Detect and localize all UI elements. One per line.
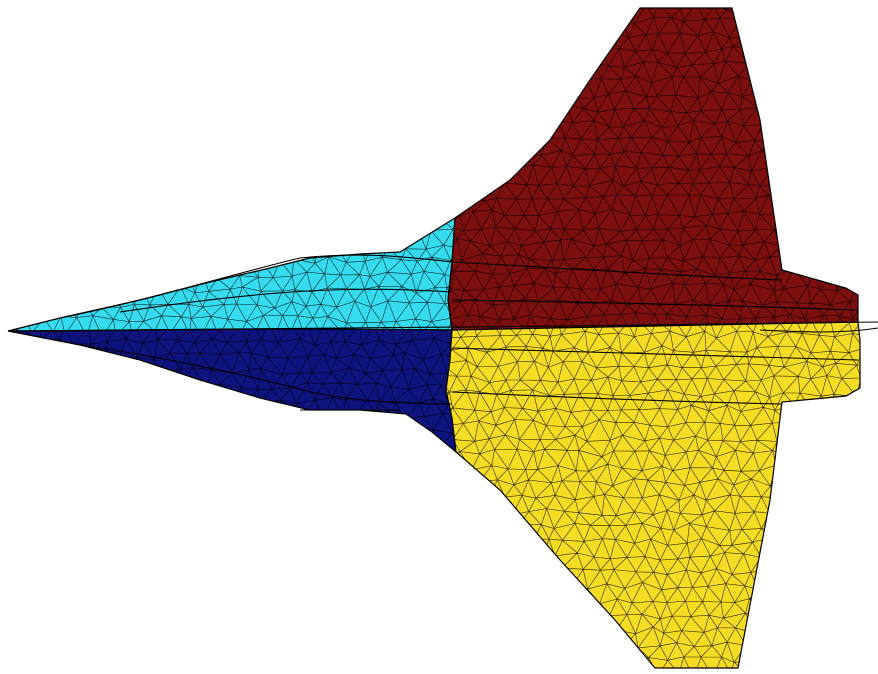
partition-lower-aft <box>445 321 861 669</box>
lower-aft-outline <box>445 321 861 669</box>
fuselage-line-7 <box>79 344 453 405</box>
fuselage-detail-lines <box>7 254 878 411</box>
partition-lower-forward <box>7 328 457 454</box>
upper-aft-fill <box>448 8 858 330</box>
fuselage-line-9 <box>759 327 878 333</box>
upper-aft-outline <box>447 7 859 331</box>
upper-forward-fill <box>8 218 455 331</box>
partition-upper-aft <box>447 7 859 331</box>
fuselage-line-1 <box>119 288 453 313</box>
fuselage-line-6 <box>451 391 783 405</box>
fuselage-line-4 <box>7 321 878 332</box>
partition-upper-forward <box>7 216 456 332</box>
fuselage-line-0 <box>59 254 453 319</box>
fuselage-line-3 <box>451 299 859 311</box>
fuselage-line-5 <box>451 347 859 361</box>
lower-forward-fill <box>8 329 456 452</box>
fuselage-line-2 <box>451 261 783 281</box>
